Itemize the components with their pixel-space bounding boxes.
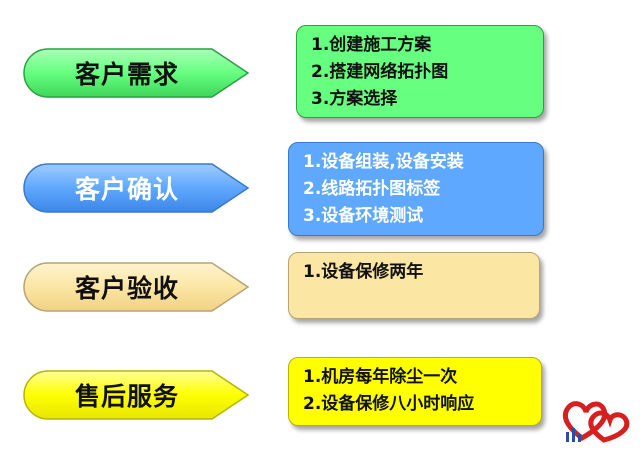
stage-label: 客户需求 [74, 60, 179, 89]
detail-item: 2.设备保修八小时响应 [303, 394, 475, 414]
heart-hands-logo-icon [560, 390, 636, 450]
stage-detail-box-after-sales: 1.机房每年除尘一次 2.设备保修八小时响应 [288, 357, 542, 426]
arrow-shape [23, 163, 250, 213]
stage-label: 售后服务 [74, 382, 179, 411]
stage-detail-box-confirmation: 1.设备组装,设备安装 2.线路拓扑图标签 3.设备环境测试 [288, 142, 544, 236]
detail-item: 1.设备保修两年 [303, 262, 424, 282]
detail-item: 1.机房每年除尘一次 [303, 367, 458, 387]
stage-arrow-requirement: 客户需求 [22, 47, 250, 99]
stage-arrow-acceptance: 客户验收 [22, 261, 250, 313]
detail-item: 1.设备组装,设备安装 [303, 152, 464, 172]
arrow-shape [23, 370, 250, 420]
detail-item: 2.搭建网络拓扑图 [311, 62, 449, 82]
arrow-shape [23, 48, 250, 98]
detail-item: 2.线路拓扑图标签 [303, 179, 441, 199]
detail-item: 3.设备环境测试 [303, 206, 424, 226]
stage-arrow-confirmation: 客户确认 [22, 162, 250, 214]
stage-label: 客户确认 [74, 175, 179, 204]
stage-label: 客户验收 [74, 274, 179, 303]
detail-item: 3.方案选择 [311, 89, 398, 109]
stage-detail-box-acceptance: 1.设备保修两年 [288, 252, 540, 319]
arrow-shape [23, 262, 250, 312]
detail-item: 1.创建施工方案 [311, 35, 432, 55]
stage-arrow-after-sales: 售后服务 [22, 369, 250, 421]
stage-detail-box-requirement: 1.创建施工方案 2.搭建网络拓扑图 3.方案选择 [296, 25, 544, 118]
